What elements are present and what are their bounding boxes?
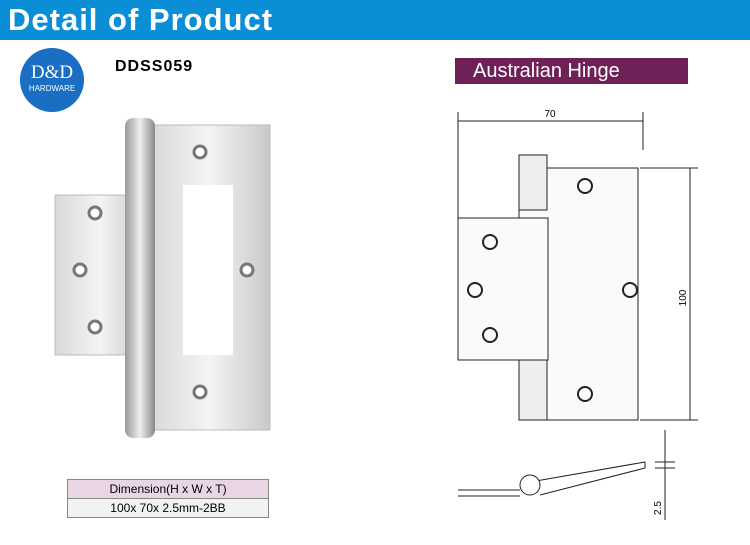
width-dimension: 70 <box>544 109 556 120</box>
technical-drawing <box>457 112 698 520</box>
height-dimension: 100 <box>678 289 689 306</box>
thickness-dimension: 2.5 <box>653 501 664 515</box>
logo-name: D&D <box>30 62 74 83</box>
page-title: Detail of Product <box>8 2 274 37</box>
product-type-label: Australian Hinge <box>455 58 688 84</box>
logo-sub: HARDWARE <box>28 84 76 93</box>
spec-header: Dimension(H x W x T) <box>68 480 268 499</box>
header-banner: Detail of Product <box>0 0 750 40</box>
spec-value: 100x 70x 2.5mm-2BB <box>68 499 268 517</box>
spec-table: Dimension(H x W x T) 100x 70x 2.5mm-2BB <box>67 479 269 518</box>
hinge-photo <box>54 118 271 438</box>
model-number: DDSS059 <box>115 58 194 75</box>
